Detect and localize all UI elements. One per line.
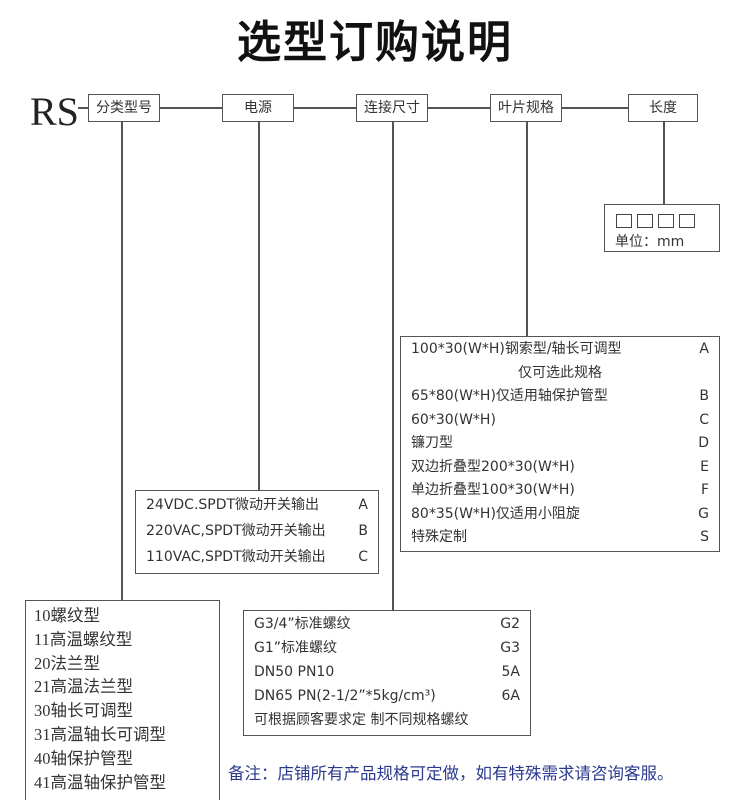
option-code: G2 [500, 616, 520, 632]
option-label: 特殊定制 [411, 529, 467, 545]
option-code: A [699, 341, 709, 357]
length-box: 单位：mm [604, 204, 720, 252]
option-code: B [358, 523, 368, 539]
option-label: 60*30(W*H) [411, 411, 496, 428]
option-code: D [698, 435, 709, 451]
option-code: S [700, 529, 709, 545]
model-type-options: 10螺纹型 11高温螺纹型 20法兰型 21高温法兰型 30轴长可调型 31高温轴长可调型… [25, 600, 220, 800]
option-label: 41高温轴保护管型 [34, 772, 166, 792]
option-row: 30轴长可调型 [26, 699, 219, 723]
power-options: 24VDC.SPDT微动开关输出 A 220VAC,SPDT微动开关输出 B 110VA… [135, 490, 379, 574]
header-length: 长度 [628, 94, 698, 122]
option-label: 仅可选此规格 [518, 364, 602, 381]
option-label: DN50 PN10 [254, 664, 335, 680]
option-code: A [358, 497, 368, 513]
option-row: 65*80(W*H)仅适用轴保护管型 B [401, 385, 719, 409]
connector-blade-spec [526, 122, 528, 336]
option-label: 31高温轴长可调型 [34, 725, 166, 744]
option-code: G3 [500, 640, 520, 656]
option-label: 镰刀型 [411, 435, 453, 451]
option-row: DN50 PN10 5A [244, 661, 530, 685]
digit-placeholder [616, 214, 632, 228]
option-label: 65*80(W*H)仅适用轴保护管型 [411, 388, 608, 404]
option-row: G3/4”标准螺纹 G2 [244, 613, 530, 637]
option-row: 220VAC,SPDT微动开关输出 B [136, 520, 378, 544]
option-code: C [358, 549, 368, 565]
option-code: 6A [501, 688, 520, 704]
option-row: 24VDC.SPDT微动开关输出 A [136, 494, 378, 518]
option-code: F [700, 482, 709, 498]
digit-placeholder [637, 214, 653, 228]
option-label: 11高温螺纹型 [34, 629, 133, 649]
option-row: 21高温法兰型 [26, 675, 219, 699]
option-label: 110VAC,SPDT微动开关输出 [146, 549, 326, 565]
option-label: DN65 PN(2-1/2”*5kg/cm³) [254, 688, 436, 704]
header-power: 电源 [222, 94, 294, 122]
option-row: 31高温轴长可调型 [26, 723, 219, 747]
option-label: 单边折叠型100*30(W*H) [411, 482, 575, 498]
option-row: 41高温轴保护管型 [26, 771, 219, 795]
option-label: 21高温法兰型 [34, 677, 133, 697]
model-prefix: RS [30, 89, 79, 134]
option-label: G1”标准螺纹 [254, 640, 338, 656]
option-row: G1”标准螺纹 G3 [244, 637, 530, 661]
option-label: 100*30(W*H)钢索型/轴长可调型 [411, 341, 622, 357]
option-code: C [699, 411, 709, 428]
length-unit: 单位：mm [615, 234, 685, 250]
page-title: 选型订购说明 [237, 17, 513, 68]
option-label: 220VAC,SPDT微动开关输出 [146, 523, 326, 539]
option-code: B [699, 388, 709, 404]
option-row: 100*30(W*H)钢索型/轴长可调型 A [401, 338, 719, 362]
header-connection-size: 连接尺寸 [356, 94, 428, 122]
header-blade-spec: 叶片规格 [490, 94, 562, 122]
digit-placeholder [658, 214, 674, 228]
connector-model-type [121, 122, 123, 600]
option-row: 镰刀型 D [401, 432, 719, 456]
option-row: 可根据顾客要求定 制不同规格螺纹 [244, 709, 530, 733]
option-code: G [698, 505, 709, 522]
connector-length [663, 122, 665, 204]
blade-spec-options: 100*30(W*H)钢索型/轴长可调型 A 仅可选此规格 65*80(W*H)仅适用… [400, 336, 720, 552]
option-label: 20法兰型 [34, 653, 100, 673]
option-row: 特殊定制 S [401, 526, 719, 550]
option-row: 40轴保护管型 [26, 747, 219, 771]
option-label: 可根据顾客要求定 制不同规格螺纹 [254, 712, 469, 728]
option-row: 60*30(W*H) C [401, 409, 719, 433]
option-row: 80*35(W*H)仅适用小阻旋 G [401, 503, 719, 527]
option-label: 双边折叠型200*30(W*H) [411, 458, 575, 475]
option-label: 10螺纹型 [34, 606, 100, 625]
option-row: 仅可选此规格 [401, 362, 719, 386]
option-row: 20法兰型 [26, 652, 219, 676]
option-row: 双边折叠型200*30(W*H) E [401, 456, 719, 480]
header-model-type: 分类型号 [88, 94, 160, 122]
header-connector-line [78, 107, 628, 109]
option-code: 5A [501, 664, 520, 680]
option-label: G3/4”标准螺纹 [254, 616, 351, 632]
option-label: 24VDC.SPDT微动开关输出 [146, 497, 320, 513]
digit-placeholder [679, 214, 695, 228]
option-label: 40轴保护管型 [34, 748, 133, 768]
option-row: 单边折叠型100*30(W*H) F [401, 479, 719, 503]
connector-power [258, 122, 260, 490]
option-row: 11高温螺纹型 [26, 628, 219, 652]
connector-connection-size [392, 122, 394, 610]
option-row: 10螺纹型 [26, 604, 219, 628]
option-row: DN65 PN(2-1/2”*5kg/cm³) 6A [244, 685, 530, 709]
footer-note: 备注：店铺所有产品规格可定做，如有特殊需求请咨询客服。 [228, 764, 674, 783]
option-label: 30轴长可调型 [34, 701, 133, 721]
length-placeholder-squares [616, 213, 700, 232]
option-code: E [700, 458, 709, 475]
option-label: 80*35(W*H)仅适用小阻旋 [411, 505, 580, 522]
option-row: 110VAC,SPDT微动开关输出 C [136, 546, 378, 570]
